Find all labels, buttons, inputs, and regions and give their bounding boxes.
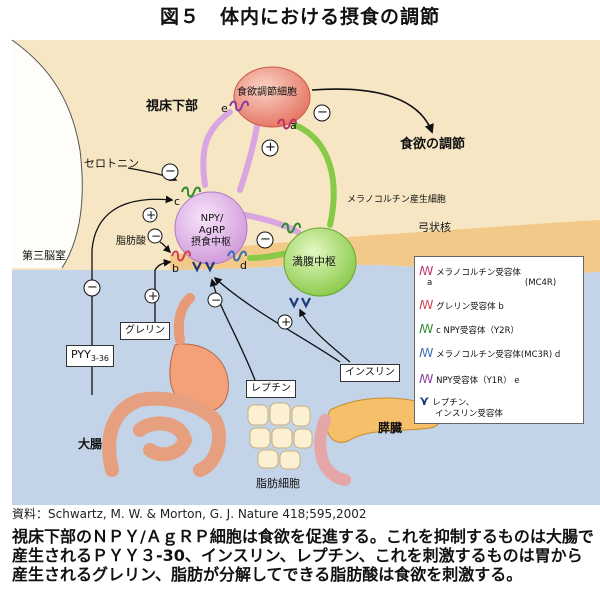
receptor-e-symbol [229,100,249,112]
third-ventricle [12,40,83,268]
hypothalamus-label: 視床下部 [146,99,199,114]
figure-title: 図５ 体内における摂食の調節 [159,6,440,28]
ghrelin-box: グレリン [120,322,170,340]
legend-item: ꟿ NPY受容体（Y1R） e [419,372,520,387]
legend-item: ꟿ グレリン受容体 b [419,298,504,313]
legend-letter: e [514,376,520,386]
sign-plus-npy-up: + [265,140,276,155]
leptin-receptor-sat [289,297,311,309]
insulin-box: インスリン [340,364,400,382]
receptor-d-symbol [227,250,247,262]
stomach-illustration [169,293,229,413]
arcuate-label: 弓状核 [418,221,451,234]
pyy-text: PYY [71,348,91,361]
legend-letter: c [436,326,441,336]
receptor-e-legend-icon: ꟿ [419,372,434,386]
pyy-arrow [91,195,174,395]
pancreas-illustration [314,397,442,486]
adipocyte-label: 脂肪細胞 [256,477,300,490]
satiety-center-label: 満腹中枢 [292,255,336,268]
large-intestine-label: 大腸 [78,437,103,451]
appetite-control-label: 食欲の調節 [400,137,466,152]
receptor-c-legend-icon: ꟿ [419,322,434,336]
adipocyte-illustration [247,402,313,470]
leptin-receptor-legend-icon: ⋎ [419,394,430,409]
sign-minus-pyy: − [87,280,98,295]
legend-sub: (MC4R) [524,277,557,288]
summary-text: 視床下部のＮＰＹ/ＡｇＲＰ細胞は食欲を促進する。これを抑制するものは大腸で産生さ… [12,527,594,584]
legend-text: メラノコルチン受容体 [436,268,521,278]
legend-letter: b [498,302,504,312]
receptor-c-letter: c [174,195,181,208]
legend-text: レプチン、 [432,398,475,408]
leptin-arrow [209,278,256,381]
receptor-b-legend-icon: ꟿ [419,298,434,312]
receptor-d-letter: d [240,259,247,272]
pancreas-label: 膵臓 [378,421,403,435]
sign-minus-appetite: − [317,105,328,120]
receptor-a-symbol [277,118,297,130]
pyy-box: PYY3-36 [66,345,114,367]
legend-letter: d [554,350,561,360]
intestine-illustration [102,391,226,477]
melanocortin-cell-label: メラノコルチン産生細胞 [347,195,446,205]
third-ventricle-label: 第三脳室 [22,249,66,262]
fatty-acid-arrow [159,241,172,254]
legend-item: ꟿ メラノコルチン受容体 a (MC4R) [419,264,557,289]
appetite-control-arrow [311,88,434,134]
sign-minus-fatty: − [151,229,162,243]
insulin-arrow-npy [213,276,341,363]
receptor-e-letter: e [221,102,228,115]
sign-minus-serotonin: − [165,164,176,179]
receptor-b-symbol [171,250,191,262]
npy-axon-up2 [237,117,261,193]
leptin-box: レプチン [246,380,296,398]
legend-text: メラノコルチン受容体(MC3R) [436,350,553,360]
receptor-legend: ꟿ メラノコルチン受容体 a (MC4R) ꟿ グレリン受容体 b ꟿ c NP… [414,256,584,424]
legend-item: ⋎ レプチン、 インスリン受容体 [419,394,503,420]
serotonin-label: セロトニン [84,157,139,170]
receptor-d-legend-icon: ꟿ [419,346,434,360]
legend-text: グレリン受容体 [436,302,496,312]
legend-item: ꟿ メラノコルチン受容体(MC3R) d [419,346,561,361]
legend-letter: a [427,277,433,288]
brain-region [12,40,600,273]
sign-markers [83,104,331,330]
legend-text: NPY受容体（Y1R） [436,376,512,386]
receptor-sat-symbol [281,222,301,234]
npy-label-line2: AgRP [198,225,226,236]
ghrelin-arrow [154,258,172,340]
appetite-cell-label: 食欲調節細胞 [237,87,297,98]
satiety-axon-up [292,122,337,228]
receptor-b-letter: b [172,262,179,275]
diagram-canvas [11,39,600,505]
sign-minus-satiety: − [260,232,271,247]
legend-sub: インスリン受容体 [435,408,503,419]
pyy-subscript: 3-36 [90,354,109,364]
npy-label-line1: NPY/ [200,213,224,224]
source-citation: 資料：Schwartz, M. W. & Morton, G. J. Natur… [12,507,367,521]
legend-item: ꟿ c NPY受容体（Y2R） [419,322,519,337]
receptor-a-letter: a [290,119,297,132]
sign-plus-ghrelin: + [148,289,159,303]
sign-plus-insulin: + [281,315,292,329]
sign-minus-leptin: − [211,293,222,307]
npy-cell [174,191,248,265]
leptin-receptor-npy [192,261,215,273]
insulin-arrow-sat [299,308,351,363]
npy-axon-right [242,212,301,235]
fatty-acid-label: 脂肪酸 [116,236,146,247]
npy-axon-up [200,109,233,188]
receptor-a-legend-icon: ꟿ [419,264,434,278]
legend-text: NPY受容体（Y2R） [443,326,519,336]
npy-label-line3: 摂食中枢 [191,237,231,248]
appetite-cell [233,66,311,128]
receptor-c-symbol [181,186,201,198]
satiety-cell [283,227,357,297]
sign-plus-fatty: + [146,208,157,222]
